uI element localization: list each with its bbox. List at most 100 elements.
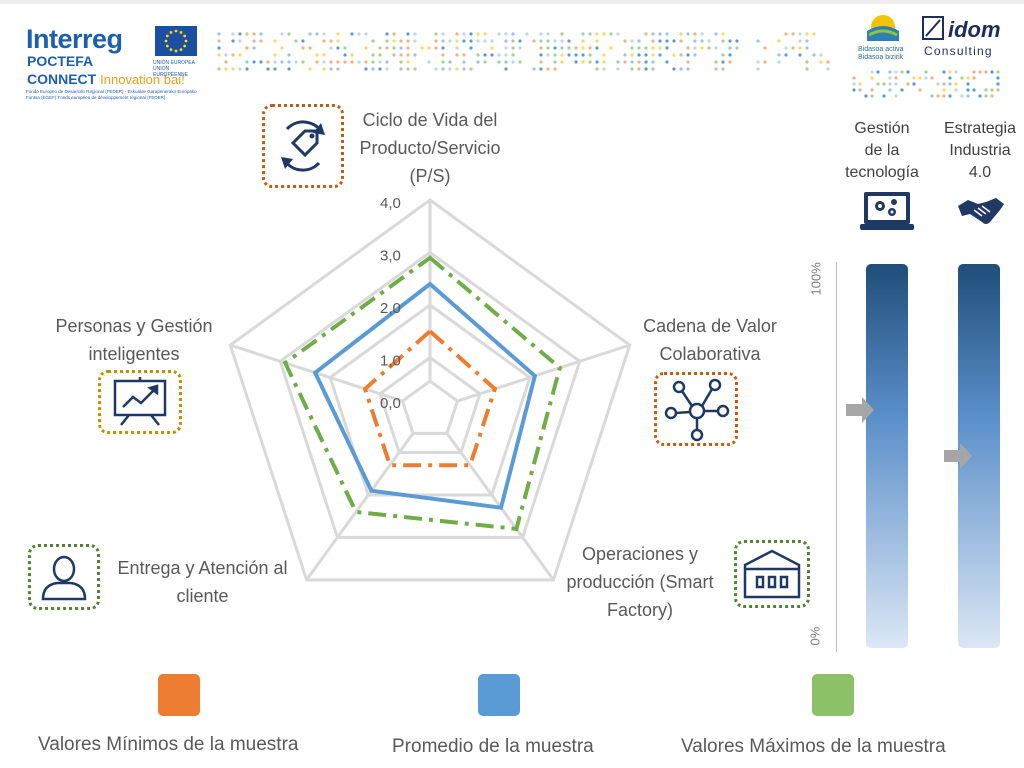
decor-dot <box>273 53 277 57</box>
decor-dot <box>469 32 473 36</box>
decor-dot <box>651 67 655 71</box>
decor-dot <box>686 46 690 50</box>
decor-dot <box>852 76 856 80</box>
decor-dot <box>672 53 676 57</box>
decor-dot <box>406 32 410 36</box>
decor-dot <box>906 82 910 86</box>
decor-dot <box>322 67 326 71</box>
decor-dot <box>483 32 487 36</box>
eu-flag-icon <box>155 26 197 56</box>
decor-dot <box>245 32 249 36</box>
decor-dot <box>413 53 417 57</box>
radar-spoke <box>456 343 631 403</box>
category-label-lifecycle: Ciclo de Vida del Producto/Servicio (P/S… <box>330 106 530 190</box>
innovation-text: Innovation bai! <box>100 72 185 87</box>
decor-dot <box>504 67 508 71</box>
decor-dot <box>539 67 543 71</box>
decor-dot <box>455 46 459 50</box>
decor-dot <box>336 67 340 71</box>
decor-dot <box>336 32 340 36</box>
decor-dot <box>665 39 669 43</box>
decor-dot <box>378 67 382 71</box>
decor-dot <box>948 94 952 98</box>
decor-dot <box>287 60 291 64</box>
decor-dot <box>406 60 410 64</box>
decor-dot <box>665 46 669 50</box>
decor-dot <box>728 39 732 43</box>
decor-dot <box>852 88 856 92</box>
radar-series-1 <box>312 281 538 510</box>
decor-dot <box>924 76 928 80</box>
decor-dot <box>560 53 564 57</box>
decor-dot <box>504 53 508 57</box>
decor-dot <box>651 32 655 36</box>
radar-grid-ring <box>400 379 460 435</box>
decor-dot <box>441 53 445 57</box>
decor-dot <box>476 32 480 36</box>
decor-dot <box>936 94 940 98</box>
decor-dot <box>805 60 809 64</box>
decor-dot <box>322 60 326 64</box>
decor-dot <box>637 60 641 64</box>
decor-dot <box>930 76 934 80</box>
decor-dot <box>343 46 347 50</box>
category-line: Colaborativa <box>659 344 761 364</box>
decor-dot <box>858 82 862 86</box>
decor-dot <box>686 67 690 71</box>
decor-dot <box>329 60 333 64</box>
decor-dot <box>343 53 347 57</box>
decor-dot <box>658 39 662 43</box>
decor-dot <box>371 67 375 71</box>
decor-dot <box>490 46 494 50</box>
decor-dot <box>700 32 704 36</box>
decor-dot <box>630 67 634 71</box>
decor-dot <box>308 67 312 71</box>
decor-dot <box>966 76 970 80</box>
decor-dot <box>357 60 361 64</box>
decor-dot <box>385 39 389 43</box>
decor-dot <box>651 46 655 50</box>
decor-dot <box>972 70 976 74</box>
decor-dot <box>245 46 249 50</box>
decor-dot <box>826 67 830 71</box>
decor-dot <box>406 53 410 57</box>
decor-dot <box>364 60 368 64</box>
decor-dot <box>784 32 788 36</box>
decor-dot <box>560 32 564 36</box>
category-line: Entrega y Atención al <box>117 558 288 578</box>
category-line: inteligentes <box>88 344 180 364</box>
decor-dot <box>392 39 396 43</box>
decor-dot <box>231 53 235 57</box>
computer-gears-icon <box>860 192 914 230</box>
legend-label-max: Valores Máximos de la muestra <box>681 736 946 757</box>
decor-dot <box>539 60 543 64</box>
decor-dot <box>441 60 445 64</box>
decor-dot <box>399 60 403 64</box>
decor-dot <box>960 94 964 98</box>
decor-dot <box>984 88 988 92</box>
decor-dot <box>658 53 662 57</box>
category-label-value-chain: Cadena de Valor Colaborativa <box>610 312 810 368</box>
category-line: Operaciones y <box>581 544 699 564</box>
decor-dot <box>273 60 277 64</box>
decor-dot <box>588 53 592 57</box>
decor-dot <box>217 32 221 36</box>
decor-dot <box>532 67 536 71</box>
decor-dot <box>990 88 994 92</box>
legend-swatch-max <box>812 674 854 716</box>
eu-star <box>184 39 188 43</box>
decor-dot <box>350 53 354 57</box>
decor-dot <box>413 67 417 71</box>
decor-dot <box>870 88 874 92</box>
decor-dot <box>336 60 340 64</box>
decor-dot <box>476 60 480 64</box>
decor-dot <box>805 46 809 50</box>
decor-dot <box>385 67 389 71</box>
decor-dot <box>900 88 904 92</box>
decor-dot <box>721 60 725 64</box>
decor-dot <box>252 46 256 50</box>
bidasoa-logo-icon <box>867 15 899 41</box>
decor-dot <box>658 46 662 50</box>
decor-dot <box>707 46 711 50</box>
decor-dot <box>651 60 655 64</box>
